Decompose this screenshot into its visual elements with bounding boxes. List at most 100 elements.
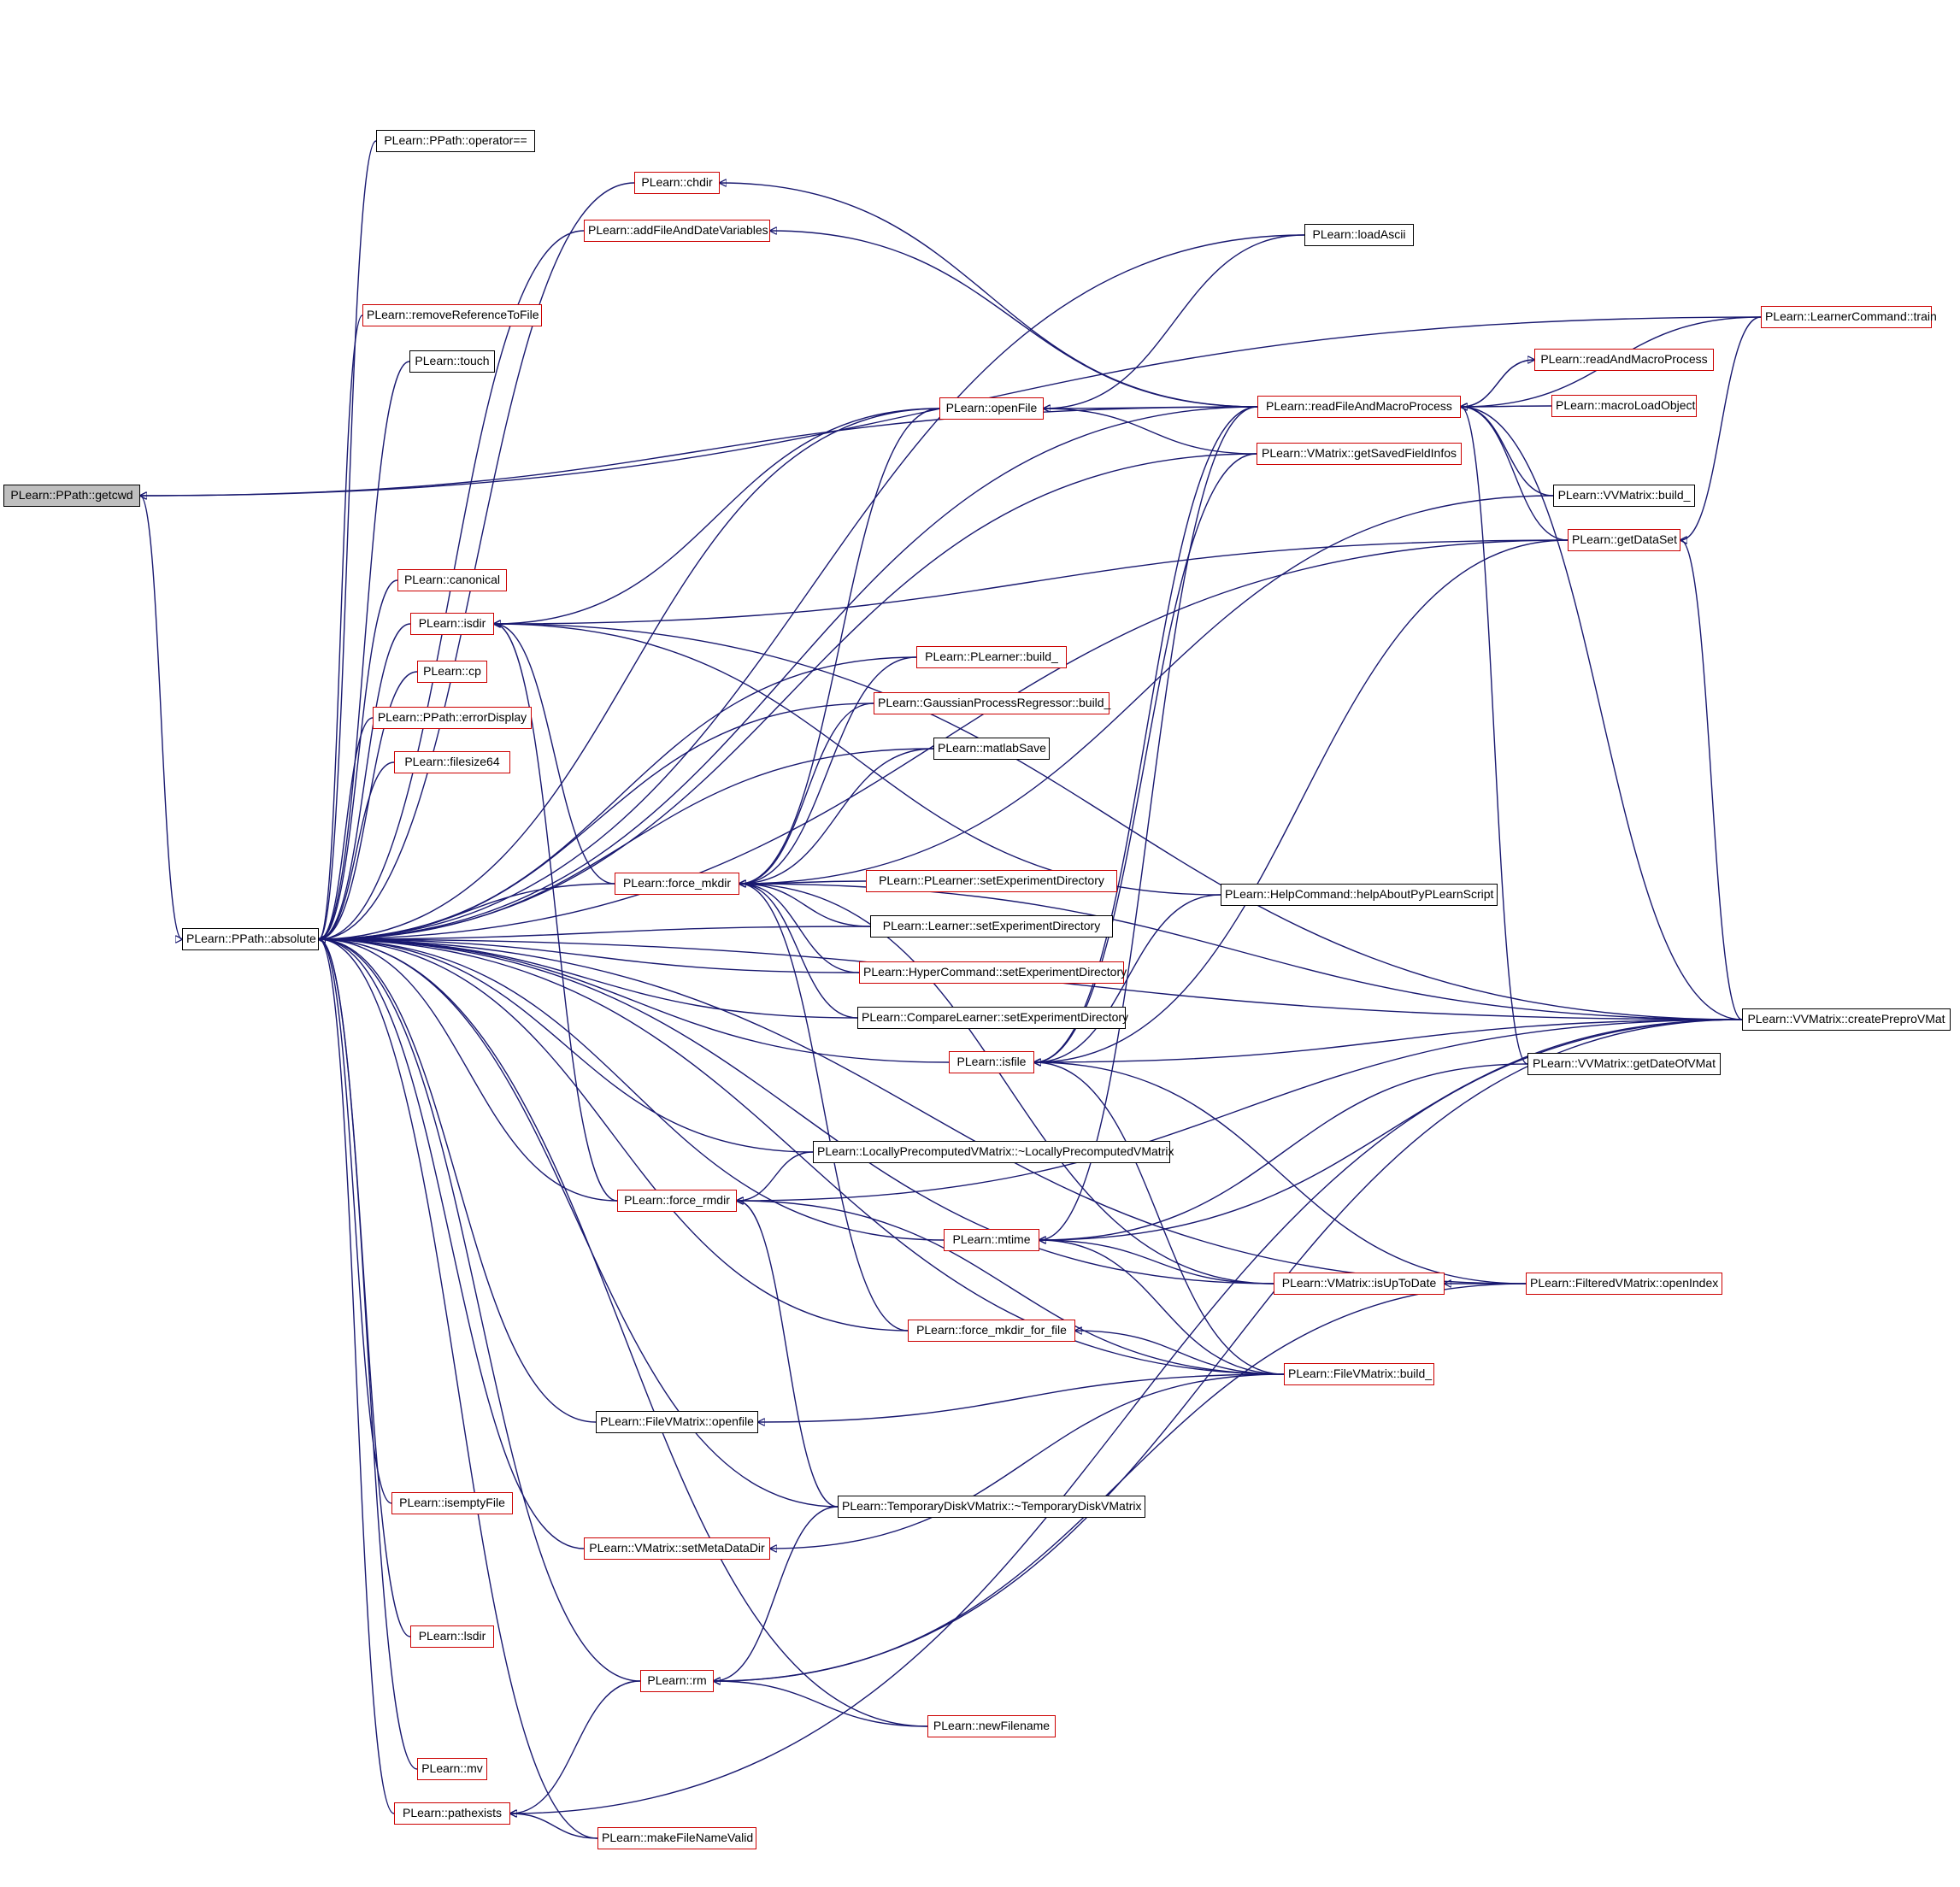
node-helpabout[interactable]: PLearn::HelpCommand::helpAboutPyPLearnSc… (1221, 884, 1498, 906)
node-locallyprec[interactable]: PLearn::LocallyPrecomputedVMatrix::~Loca… (813, 1141, 1174, 1163)
edge-getcwd-to-absolute (139, 495, 182, 939)
edge-forcermdir-to-absolute (319, 939, 618, 1202)
node-loadascii[interactable]: PLearn::loadAscii (1304, 224, 1414, 246)
edge-compareset-to-forcemkdir (739, 884, 858, 1019)
node-isempty[interactable]: PLearn::isemptyFile (391, 1492, 513, 1514)
edge-openFile-to-absolute (319, 408, 940, 939)
node-chdir[interactable]: PLearn::chdir (634, 172, 720, 194)
node-mtime[interactable]: PLearn::mtime (944, 1229, 1039, 1251)
edge-openfile_fvm-to-absolute (319, 939, 597, 1423)
edge-readfile-to-mtime (1039, 406, 1258, 1240)
edge-opeq-to-absolute (319, 140, 377, 939)
node-touch[interactable]: PLearn::touch (409, 350, 495, 373)
edge-mv-to-absolute (319, 939, 418, 1770)
node-tempdisk[interactable]: PLearn::TemporaryDiskVMatrix::~Temporary… (838, 1496, 1145, 1518)
node-readfile[interactable]: PLearn::readFileAndMacroProcess (1257, 396, 1461, 418)
node-forcermdir[interactable]: PLearn::force_rmdir (617, 1190, 737, 1212)
node-readandmacro[interactable]: PLearn::readAndMacroProcess (1534, 349, 1714, 371)
edge-getdataset-to-isdir (494, 539, 1569, 624)
node-filevmbuild[interactable]: PLearn::FileVMatrix::build_ (1284, 1363, 1434, 1385)
edge-readfile-to-openFile (1044, 407, 1258, 409)
node-gaussbuild[interactable]: PLearn::GaussianProcessRegressor::build_ (874, 692, 1110, 714)
node-getdateof[interactable]: PLearn::VVMatrix::getDateOfVMat (1527, 1053, 1721, 1075)
node-forcemkdir[interactable]: PLearn::force_mkdir (615, 873, 739, 895)
node-errdisp[interactable]: PLearn::PPath::errorDisplay (373, 707, 532, 729)
node-compareset[interactable]: PLearn::CompareLearner::setExperimentDir… (857, 1007, 1128, 1029)
edge-filevmbuild-to-forcermdir (737, 1201, 1285, 1375)
edge-getsaved-to-openFile (1044, 409, 1257, 455)
node-opeq[interactable]: PLearn::PPath::operator== (376, 130, 535, 152)
edge-learnerset-to-absolute (319, 926, 871, 939)
edge-filteredopen-to-rm (714, 1283, 1527, 1681)
edge-newfilename-to-rm (714, 1681, 928, 1727)
node-learnertrain[interactable]: PLearn::LearnerCommand::train (1761, 306, 1937, 328)
node-macroload[interactable]: PLearn::macroLoadObject (1551, 395, 1697, 417)
node-filteredopen[interactable]: PLearn::FilteredVMatrix::openIndex (1526, 1273, 1722, 1295)
edge-forcemkdirfile-to-absolute (319, 939, 909, 1331)
edge-isdir-to-absolute (319, 623, 411, 939)
edge-forcermdir-to-isdir (494, 624, 618, 1202)
edge-openFile-to-isdir (494, 408, 940, 624)
edge-canonical-to-absolute (319, 579, 398, 939)
node-setmeta[interactable]: PLearn::VMatrix::setMetaDataDir (584, 1537, 770, 1560)
node-mv[interactable]: PLearn::mv (417, 1758, 487, 1780)
node-cp[interactable]: PLearn::cp (417, 661, 487, 683)
node-newfilename[interactable]: PLearn::newFilename (927, 1715, 1056, 1737)
edge-plearnerbuild-to-absolute (319, 656, 917, 939)
edge-errdisp-to-absolute (319, 717, 374, 939)
node-removeref[interactable]: PLearn::removeReferenceToFile (362, 304, 542, 326)
node-plearnerbuild[interactable]: PLearn::PLearner::build_ (916, 646, 1067, 668)
node-getsaved[interactable]: PLearn::VMatrix::getSavedFieldInfos (1257, 443, 1462, 465)
edge-readfile-to-getcwd (140, 406, 1258, 496)
edge-hyperset-to-absolute (319, 939, 860, 973)
edge-newfilename-to-absolute (319, 939, 928, 1727)
node-createprepro[interactable]: PLearn::VVMatrix::createPreproVMat (1742, 1008, 1951, 1031)
edge-matlabsave-to-forcemkdir (739, 748, 934, 884)
edge-touch-to-absolute (319, 361, 410, 939)
node-getcwd[interactable]: PLearn::PPath::getcwd (3, 485, 140, 507)
edge-isuptodate-to-forcemkdir (739, 884, 1274, 1284)
node-openFile[interactable]: PLearn::openFile (939, 397, 1044, 420)
node-vvmbuild[interactable]: PLearn::VVMatrix::build_ (1553, 485, 1695, 507)
node-isuptodate[interactable]: PLearn::VMatrix::isUpToDate (1274, 1273, 1445, 1295)
node-plearnerset[interactable]: PLearn::PLearner::setExperimentDirectory (866, 870, 1117, 892)
edge-hyperset-to-forcemkdir (739, 884, 860, 973)
node-rm[interactable]: PLearn::rm (640, 1670, 714, 1692)
edge-tempdisk-to-forcermdir (737, 1201, 839, 1508)
edge-filevmbuild-to-isfile (1034, 1062, 1285, 1375)
edge-cp-to-absolute (319, 671, 418, 939)
node-getdataset[interactable]: PLearn::getDataSet (1568, 529, 1680, 551)
node-openfile_fvm[interactable]: PLearn::FileVMatrix::openfile (596, 1411, 758, 1433)
edge-forcemkdirfile-to-forcemkdir (739, 884, 909, 1331)
edge-mtime-to-absolute (319, 939, 945, 1241)
node-makevalid[interactable]: PLearn::makeFileNameValid (597, 1827, 756, 1849)
edge-loadascii-to-openFile (1044, 234, 1305, 409)
edge-makevalid-to-absolute (319, 939, 598, 1839)
node-lsdir[interactable]: PLearn::lsdir (410, 1625, 494, 1648)
edge-isuptodate-to-absolute (319, 939, 1274, 1284)
node-hyperset[interactable]: PLearn::HyperCommand::setExperimentDirec… (859, 961, 1127, 984)
node-pathexists[interactable]: PLearn::pathexists (394, 1802, 510, 1825)
edge-gaussbuild-to-absolute (319, 702, 874, 939)
node-learnerset[interactable]: PLearn::Learner::setExperimentDirectory (870, 915, 1113, 938)
node-absolute[interactable]: PLearn::PPath::absolute (182, 928, 319, 950)
edge-tempdisk-to-rm (714, 1506, 839, 1681)
edge-readfile-to-readandmacro (1460, 360, 1534, 408)
edge-createprepro-to-mtime (1039, 1019, 1743, 1240)
node-matlabsave[interactable]: PLearn::matlabSave (933, 738, 1050, 760)
node-canonical[interactable]: PLearn::canonical (397, 569, 507, 591)
edge-isuptodate-to-mtime (1039, 1240, 1274, 1284)
edge-filevmbuild-to-absolute (319, 939, 1285, 1375)
edge-readfile-to-chdir (720, 183, 1258, 408)
node-isdir[interactable]: PLearn::isdir (410, 613, 494, 635)
node-addfile[interactable]: PLearn::addFileAndDateVariables (584, 220, 770, 242)
node-filesize[interactable]: PLearn::filesize64 (394, 751, 510, 773)
node-forcemkdirfile[interactable]: PLearn::force_mkdir_for_file (908, 1320, 1075, 1342)
edge-filevmbuild-to-mtime (1039, 1240, 1285, 1375)
edge-rm-to-pathexists (510, 1680, 641, 1814)
edge-filteredopen-to-absolute (319, 939, 1527, 1284)
edge-filevmbuild-to-forcemkdirfile (1075, 1331, 1285, 1375)
node-isfile[interactable]: PLearn::isfile (949, 1051, 1034, 1073)
edge-createprepro-to-isdir (494, 624, 1743, 1020)
edge-forcemkdir-to-isdir (494, 624, 615, 885)
